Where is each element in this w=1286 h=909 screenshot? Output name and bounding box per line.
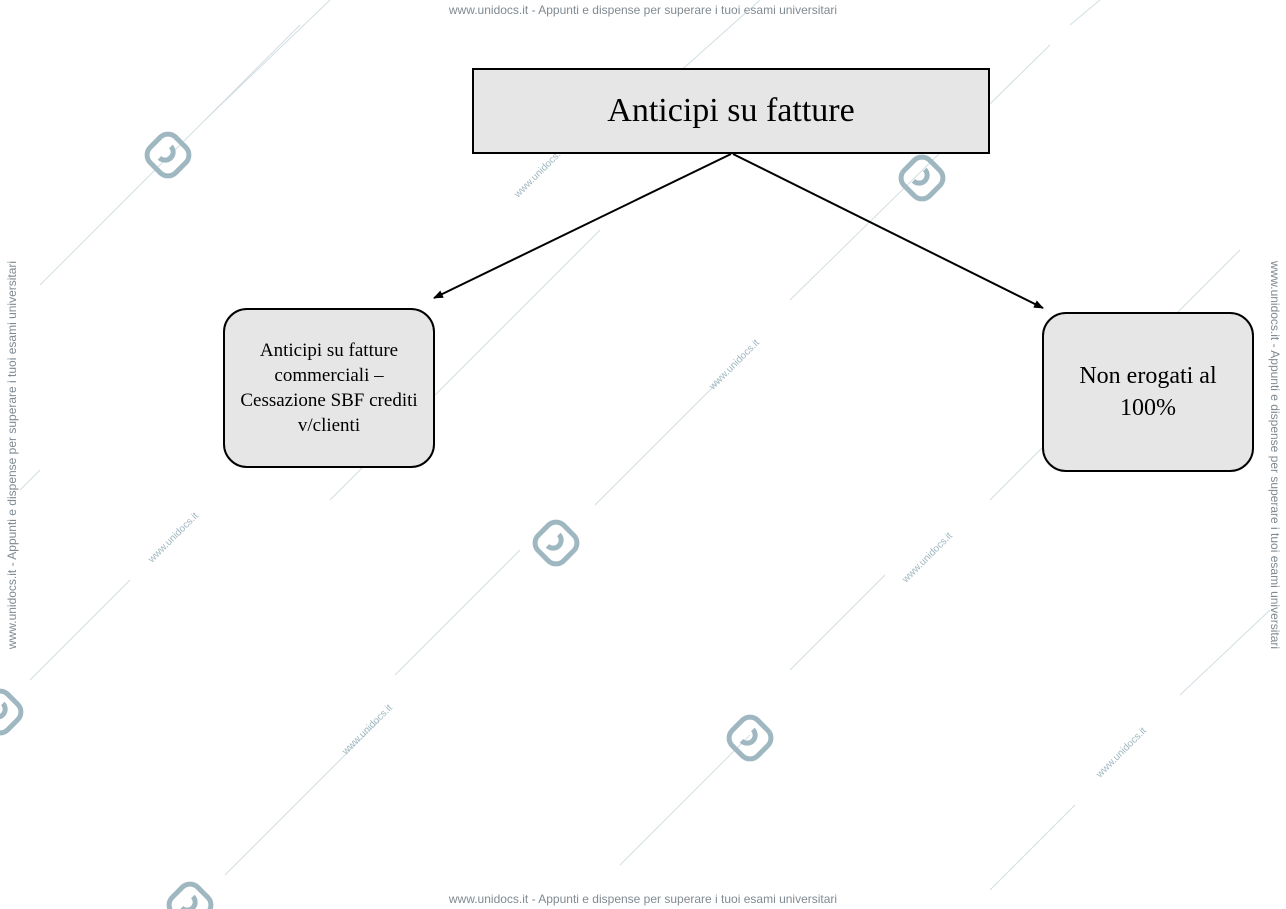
arrow-to-right-box	[732, 153, 1044, 309]
child-node-left: Anticipi su fatture commerciali – Cessaz…	[223, 308, 435, 468]
child-node-left-label: Anticipi su fatture commerciali – Cessaz…	[240, 340, 418, 436]
root-node-label: Anticipi su fatture	[607, 92, 855, 129]
child-node-right: Non erogati al 100%	[1042, 312, 1254, 472]
root-node: Anticipi su fatture	[472, 68, 990, 154]
arrow-to-left-box	[433, 153, 732, 299]
child-node-right-label: Non erogati al 100%	[1079, 363, 1217, 421]
